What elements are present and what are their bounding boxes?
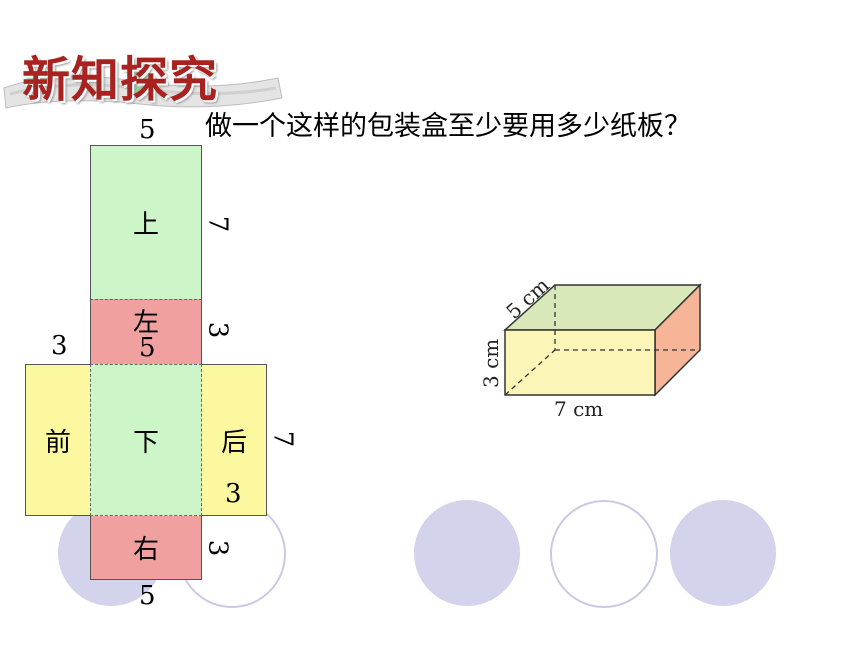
face-left-label: 左 <box>132 308 159 338</box>
dim-top-width: 5 <box>139 115 156 145</box>
face-bottom-label: 下 <box>132 427 159 458</box>
dim-left-height: 3 <box>202 321 233 339</box>
face-bottom: 下 <box>90 364 202 516</box>
box-height-label: 3 cm <box>479 339 503 388</box>
decor-circle-filled-3 <box>670 500 776 606</box>
box-front-face <box>504 329 656 396</box>
face-right: 右 <box>90 516 202 580</box>
dim-left-width: 5 <box>139 333 156 363</box>
face-front-label: 前 <box>44 427 71 458</box>
box-3d: 5 cm 3 cm 7 cm <box>479 273 702 421</box>
face-right-label: 右 <box>132 535 159 565</box>
title-banner <box>3 70 283 109</box>
dim-front-width: 3 <box>51 331 68 361</box>
dim-back-width: 3 <box>225 479 242 509</box>
decor-circle-filled-2 <box>414 500 520 606</box>
dim-bottom-width: 5 <box>139 581 156 611</box>
dim-top-height: 7 <box>202 215 233 233</box>
face-back-label: 后 <box>220 427 247 458</box>
decor-circle-outline-2 <box>550 500 658 608</box>
face-top-label: 上 <box>132 210 159 240</box>
face-back: 后 <box>202 364 267 516</box>
box-length-label: 7 cm <box>554 397 603 421</box>
face-top: 上 <box>90 145 202 299</box>
dim-back-height: 7 <box>267 430 298 448</box>
dim-right-height: 3 <box>202 539 233 557</box>
face-front: 前 <box>25 364 90 516</box>
page-title: 新知探究 <box>22 52 219 108</box>
face-left: 左 <box>90 299 202 364</box>
question-text: 做一个这样的包装盒至少要用多少纸板？ <box>205 111 691 142</box>
